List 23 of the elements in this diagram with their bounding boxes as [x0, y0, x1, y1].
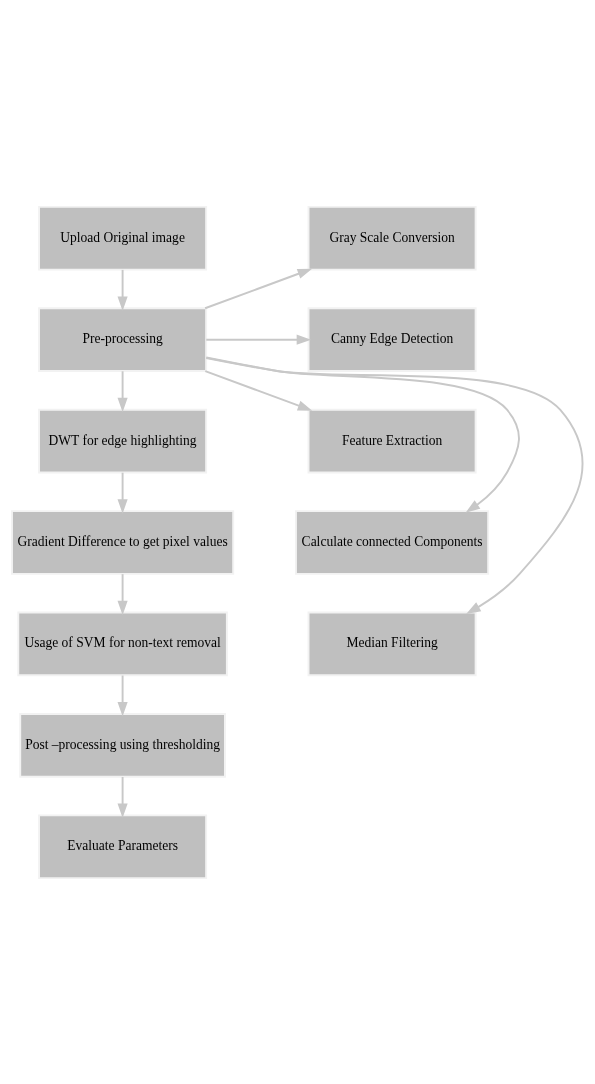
node-box: Pre-processing — [38, 306, 208, 372]
node-box: Canny Edge Detection — [307, 306, 477, 372]
node-box: Median Filtering — [307, 611, 477, 676]
node-box: Gradient Difference to get pixel values — [11, 509, 235, 575]
node-box: Post –processing using thresholding — [19, 712, 226, 778]
node-box: Usage of SVM for non-text removal — [17, 611, 228, 676]
node-box: Feature Extraction — [307, 408, 477, 473]
node-box: Evaluate Parameters — [38, 813, 208, 879]
arrow — [205, 334, 312, 345]
node-box: Calculate connected Components — [295, 509, 490, 575]
arrow — [204, 369, 313, 411]
node-box: DWT for edge highlighting — [38, 408, 208, 473]
arrow — [117, 775, 128, 818]
arrow — [117, 471, 128, 514]
arrow — [205, 356, 520, 513]
arrow — [117, 674, 128, 717]
arrow — [117, 572, 128, 615]
arrow — [205, 356, 584, 614]
arrow — [204, 268, 313, 309]
node-box: Gray Scale Conversion — [307, 205, 477, 271]
node-box: Upload Original image — [38, 205, 208, 271]
arrow — [117, 268, 128, 311]
arrow — [117, 369, 128, 412]
